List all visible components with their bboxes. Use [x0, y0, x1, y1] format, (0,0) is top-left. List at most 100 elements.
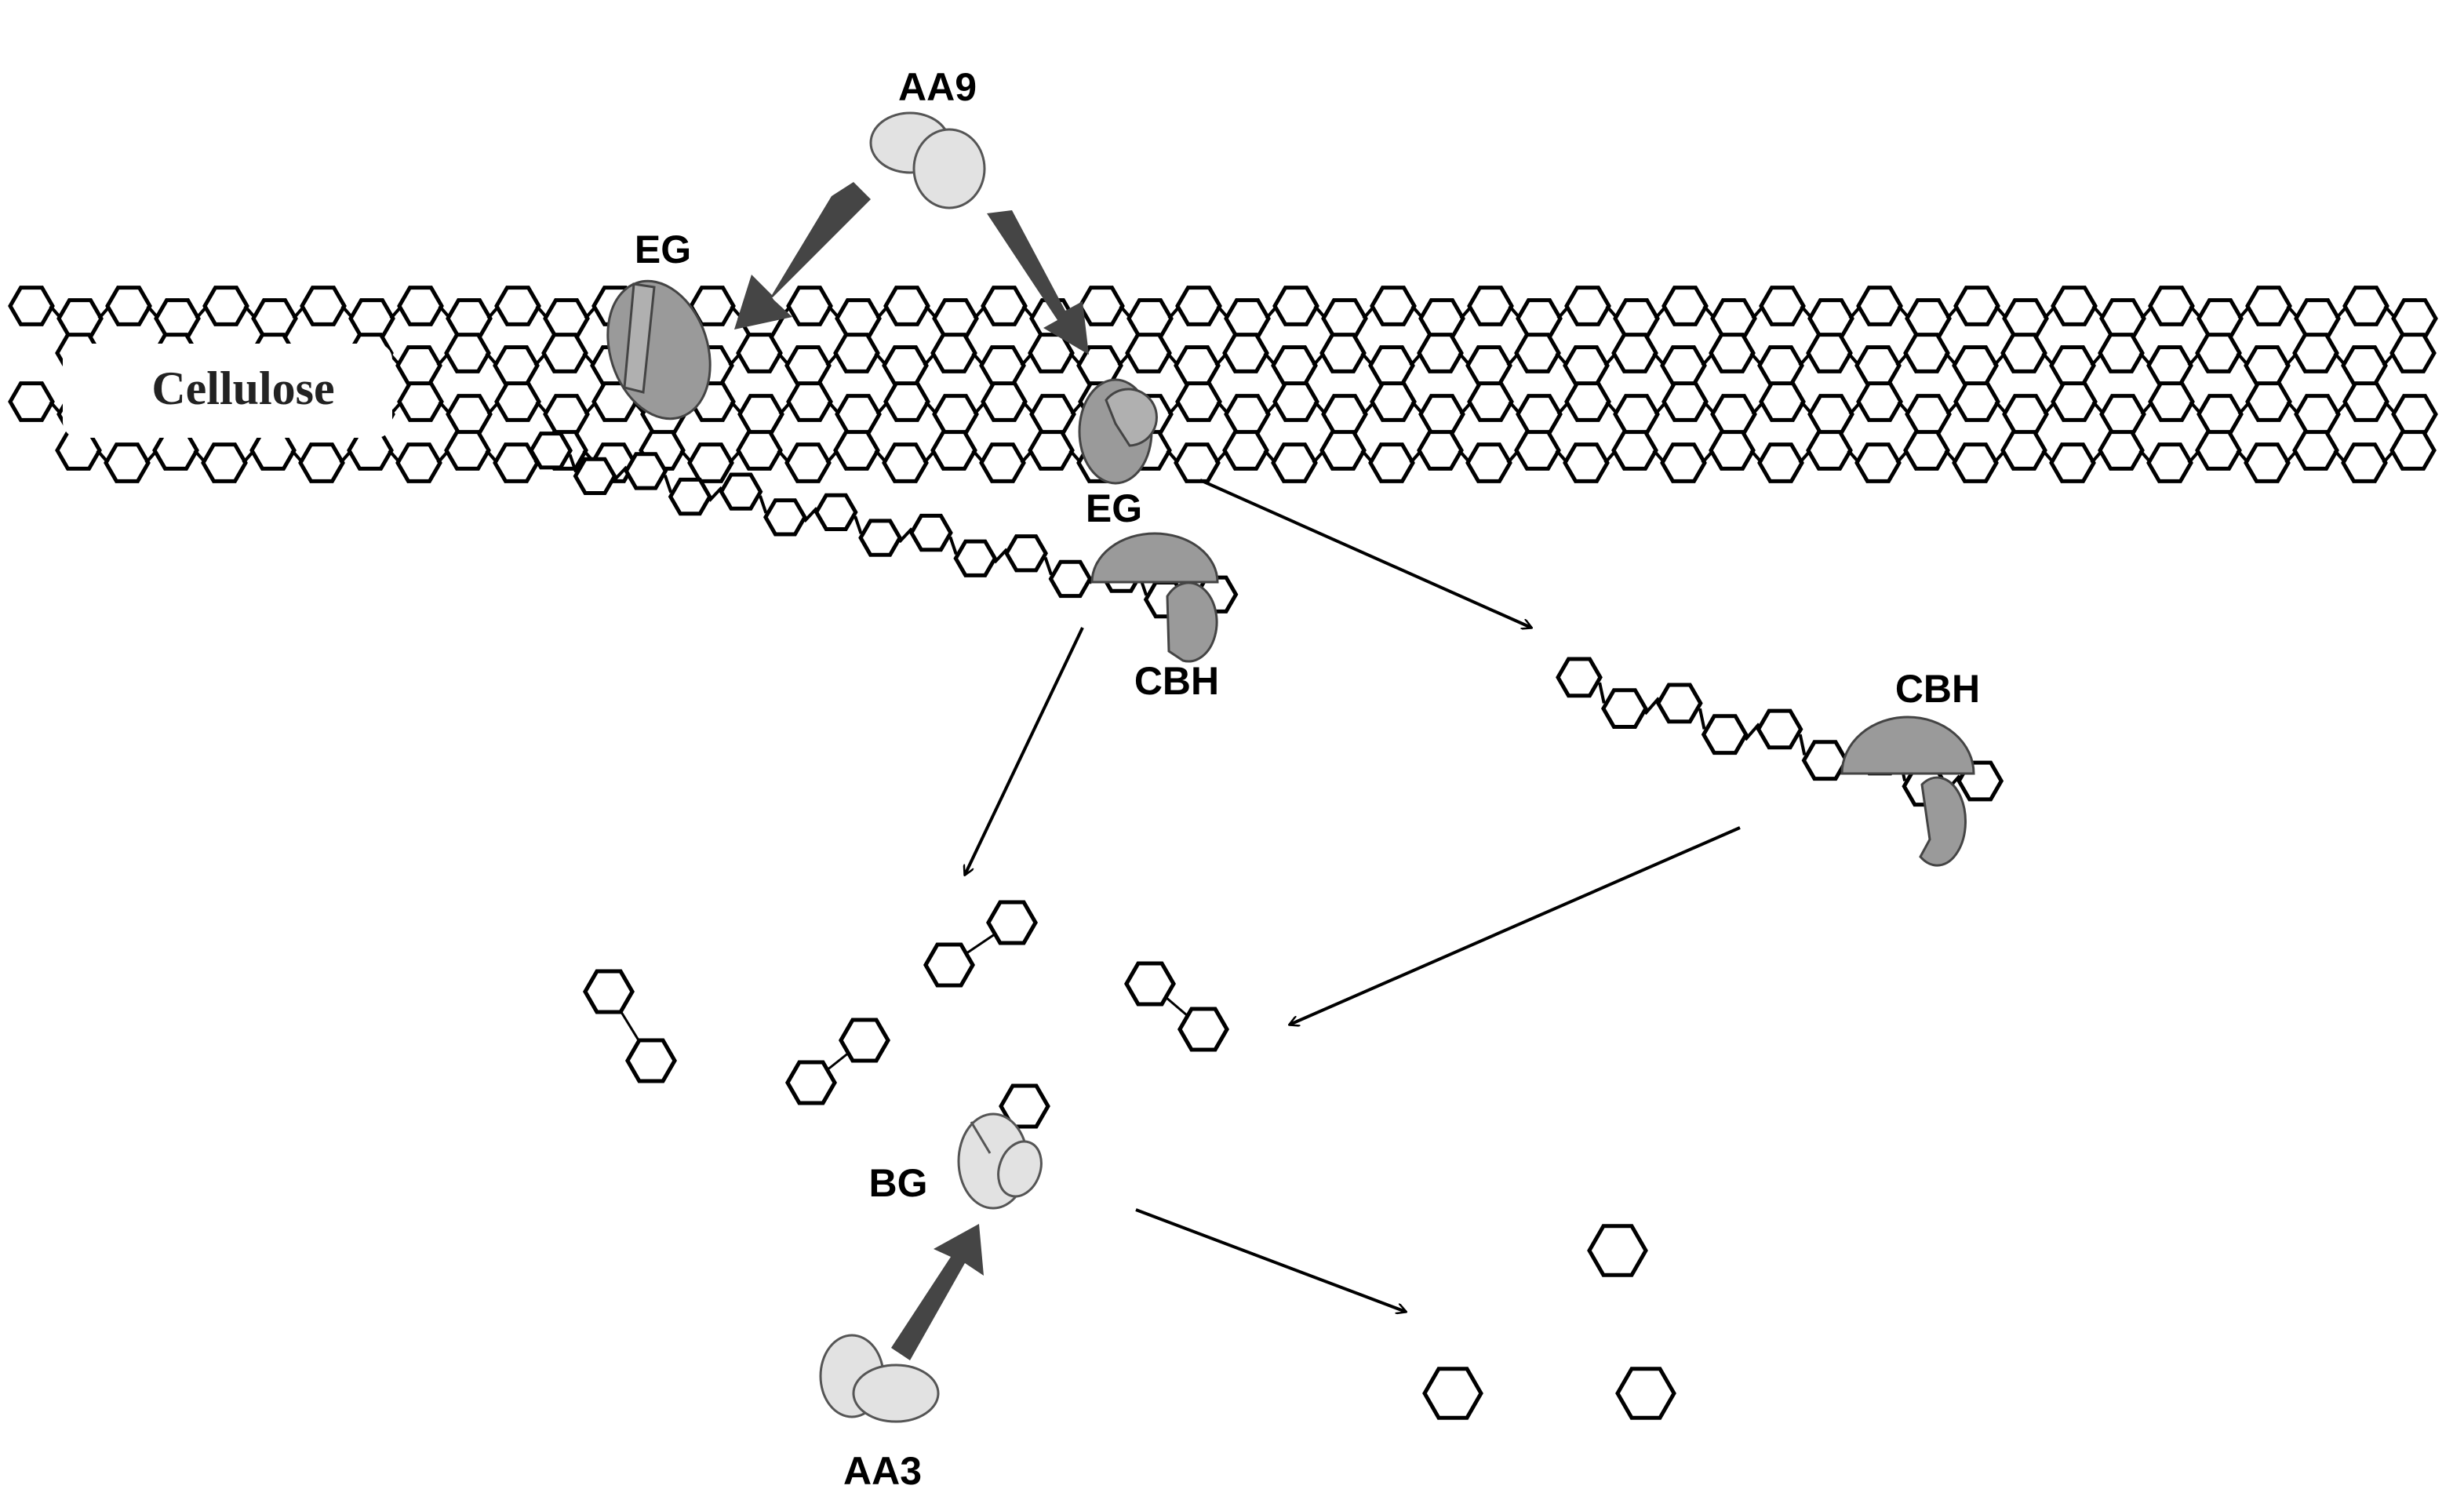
fibril-unit [2341, 442, 2388, 483]
aa3-arrow-to-bg [891, 1224, 984, 1360]
fibril-unit [444, 430, 491, 471]
fibril-unit [397, 286, 444, 326]
fibril-unit [1709, 430, 1756, 471]
cbh-right-label: CBH [1895, 667, 1980, 711]
fibril-unit [979, 442, 1026, 483]
fibril-unit [2051, 381, 2098, 422]
aa9-arrow-to-eg-top [734, 182, 871, 330]
fibril-unit [8, 381, 55, 422]
cellobiose-unit [785, 1060, 837, 1105]
cbh-left-label: CBH [1134, 659, 1219, 703]
cellobiose-unit [999, 1083, 1050, 1129]
glucose-unit [1587, 1224, 1648, 1277]
cellulose-label-background [63, 344, 392, 438]
fibril-unit [1370, 381, 1417, 422]
fibril-unit [541, 333, 588, 373]
fibril-unit [1564, 286, 1611, 326]
fibril-unit [1321, 394, 1368, 435]
fibril-unit [446, 298, 493, 339]
fibril-unit [1319, 430, 1367, 471]
fibril-unit [2000, 430, 2047, 471]
peeled-chain-bond [613, 465, 628, 482]
released-chain-unit [1556, 657, 1603, 698]
fibril-unit [1271, 442, 1318, 483]
fibril-unit [1661, 286, 1709, 326]
fibril-unit [1222, 430, 1269, 471]
fibril-unit [1370, 286, 1417, 326]
fibril-unit [786, 381, 833, 422]
fibril-unit [1806, 430, 1853, 471]
fibril-unit [1467, 381, 1514, 422]
fibril-unit [2049, 442, 2096, 483]
fibril-unit [2099, 298, 2146, 339]
fibril-unit [202, 286, 249, 326]
fibril-unit [1076, 345, 1123, 386]
fibril-unit [833, 430, 880, 471]
cellobiose-unit [1177, 1007, 1229, 1052]
bg-label: BG [869, 1161, 928, 1205]
released-chain-unit [1801, 740, 1849, 781]
fibril-unit [1710, 298, 1757, 339]
fibril-unit [2391, 394, 2438, 435]
fibril-unit [1806, 333, 1853, 373]
fibril-unit [1175, 381, 1222, 422]
peeled-chain-unit [719, 472, 763, 511]
fibril-unit [1418, 394, 1465, 435]
fibril-unit [1514, 430, 1561, 471]
fibril-unit [835, 298, 882, 339]
fibril-unit [395, 442, 442, 483]
cellobiose-group [583, 900, 1229, 1129]
glucose-unit [1422, 1367, 1483, 1420]
peeled-chain-bond [568, 453, 577, 473]
fibril-unit [1175, 286, 1222, 326]
eg-mid-enzyme [1078, 378, 1158, 485]
fibril-unit [2000, 333, 2047, 373]
fibril-unit [932, 298, 979, 339]
fibril-unit [2098, 430, 2145, 471]
peeled-chain-bond [853, 515, 863, 534]
glucose-group [1422, 1224, 1676, 1420]
fibril-unit [2099, 394, 2146, 435]
fibril-unit [1125, 333, 1172, 373]
fibril-unit [154, 298, 201, 339]
fibril-unit [1174, 345, 1221, 386]
peeled-chain-unit [1048, 559, 1093, 599]
fibril-unit [1660, 345, 1707, 386]
aa9-arrow-to-eg-mid [987, 210, 1089, 355]
fibril-unit [1952, 442, 1999, 483]
released-chain-bond [1698, 708, 1706, 730]
fibril-unit [2195, 333, 2242, 373]
fibril-unit [1759, 286, 1806, 326]
fibril-unit [1029, 394, 1076, 435]
fibril-unit [1319, 333, 1367, 373]
cbh-right-enzyme [1840, 715, 1975, 867]
fibril-unit [2342, 286, 2389, 326]
fibril-unit [1368, 345, 1415, 386]
fibril-unit [1757, 442, 1804, 483]
released-chain-bond [1798, 734, 1807, 756]
fibril-unit [1953, 381, 2000, 422]
fibril-unit [1903, 430, 1950, 471]
cellulose-label-group: Cellulose [63, 344, 392, 438]
fibril-unit [8, 286, 55, 326]
fibril-unit [737, 394, 784, 435]
fibril-unit [882, 345, 929, 386]
cbh-right-dome [1840, 715, 1975, 775]
fibril-unit [2049, 345, 2096, 386]
cbh-left-enzyme [1090, 532, 1219, 663]
cellobiose-unit [923, 942, 975, 988]
peeled-chain-bond [948, 536, 958, 555]
fibril-unit [395, 345, 442, 386]
cbh-left-dome [1090, 532, 1219, 584]
fibril-unit [2196, 394, 2244, 435]
fibril-unit [687, 442, 734, 483]
fibril-unit [397, 381, 444, 422]
fibril-unit [56, 298, 104, 339]
fibril-unit [930, 333, 977, 373]
peeled-chain-unit [624, 452, 668, 490]
fibril-unit [1467, 286, 1514, 326]
fibril-unit [1516, 394, 1563, 435]
bg-cleft [970, 1121, 992, 1154]
fibril-unit [883, 381, 930, 422]
